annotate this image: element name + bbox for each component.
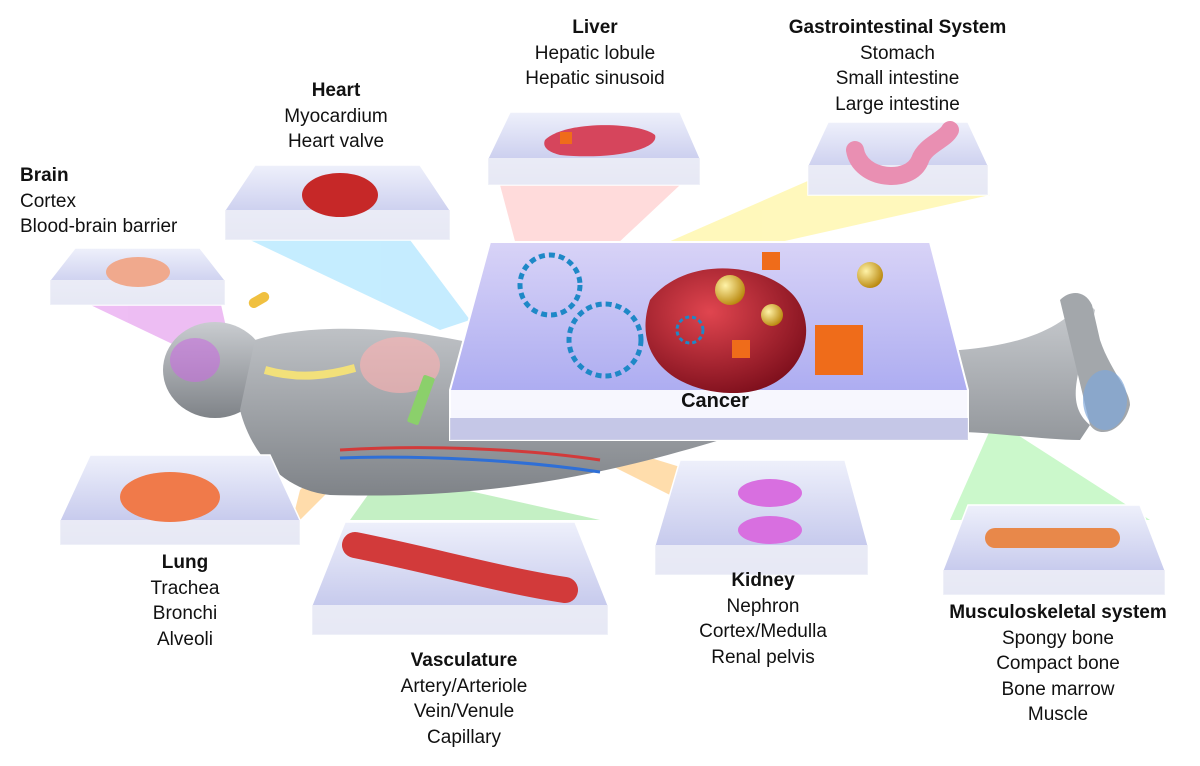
chip-liver (487, 111, 701, 186)
beam-msk (950, 430, 1150, 520)
label-vasculature: Vasculature Artery/Arteriole Vein/Venule… (364, 648, 564, 750)
liver-organ (544, 125, 656, 157)
label-kidney-title: Kidney (731, 570, 795, 591)
label-vasculature-item: Vein/Venule (413, 701, 515, 722)
chip-brain (49, 247, 226, 306)
trachea-path (263, 364, 357, 380)
scaffold-sphere-3 (675, 315, 705, 345)
pill (248, 292, 270, 308)
stomach-organ (846, 121, 959, 185)
chip-gi (807, 121, 989, 196)
label-lung-title: Lung (161, 552, 209, 573)
cube-large (815, 325, 863, 375)
cube-small-2 (732, 340, 750, 358)
gold-sphere-2 (715, 275, 745, 305)
syringe (407, 375, 435, 425)
scaffold-sphere-1 (517, 252, 583, 318)
label-gi-title: Gastrointestinal System (788, 17, 1007, 38)
gold-sphere-3 (761, 304, 783, 326)
lung-organ (120, 472, 220, 522)
beam-heart (250, 240, 470, 330)
label-liver-title: Liver (572, 17, 618, 38)
label-brain-title: Brain (20, 165, 69, 186)
chip-lung (59, 454, 301, 546)
label-kidney-item: Nephron (726, 595, 800, 617)
label-liver-item: Hepatic sinusoid (525, 68, 665, 89)
label-musculoskeletal-item: Spongy bone (1002, 627, 1114, 649)
brain-glow (170, 338, 220, 382)
label-heart: Heart Myocardium Heart valve (236, 78, 436, 155)
label-lung-item: Alveoli (157, 628, 213, 650)
label-vasculature-item: Artery/Arteriole (400, 675, 528, 697)
label-lung-item: Bronchi (152, 603, 218, 624)
kidney-bottom (738, 516, 802, 544)
label-gi: Gastrointestinal System Stomach Small in… (760, 15, 1035, 117)
chip-musculoskeletal (942, 504, 1166, 596)
liver-cube (560, 132, 572, 144)
label-brain-item: Cortex (20, 190, 76, 212)
label-musculoskeletal-item: Bone marrow (1001, 678, 1115, 700)
label-kidney-item: Cortex/Medulla (699, 621, 827, 642)
label-gi-item: Small intestine (835, 68, 960, 89)
scaffold-sphere-2 (566, 301, 644, 379)
gold-sphere-1 (857, 262, 883, 288)
label-brain: Brain Cortex Blood-brain barrier (20, 163, 177, 240)
label-kidney-item: Renal pelvis (711, 646, 815, 668)
brain-organ (106, 257, 170, 287)
artery-line (339, 446, 601, 462)
chip-kidney (654, 459, 869, 576)
foot-xray (1083, 370, 1127, 430)
label-vasculature-title: Vasculature (410, 650, 518, 671)
chip-heart (224, 164, 451, 241)
lung-glow (360, 337, 440, 393)
label-liver-item: Hepatic lobule (534, 42, 656, 64)
tumor (645, 268, 807, 394)
beam-gi (650, 180, 990, 260)
heart-organ (302, 173, 378, 217)
vein-line (339, 455, 601, 474)
label-lung: Lung Trachea Bronchi Alveoli (100, 550, 270, 652)
label-cancer: Cancer (681, 390, 749, 412)
label-gi-item: Large intestine (835, 93, 960, 115)
label-kidney: Kidney Nephron Cortex/Medulla Renal pelv… (663, 568, 863, 670)
label-gi-item: Stomach (860, 42, 935, 64)
cube-small-1 (762, 252, 780, 270)
chip-cancer (449, 241, 969, 441)
label-liver: Liver Hepatic lobule Hepatic sinusoid (495, 15, 695, 92)
label-lung-item: Trachea (150, 577, 220, 599)
chip-vasculature (311, 521, 609, 636)
label-musculoskeletal: Musculoskeletal system Spongy bone Compa… (928, 600, 1188, 728)
kidney-top (738, 479, 802, 507)
label-musculoskeletal-item: Compact bone (996, 653, 1120, 674)
label-heart-item: Myocardium (284, 105, 388, 127)
label-vasculature-item: Capillary (427, 726, 501, 748)
label-heart-item: Heart valve (287, 131, 385, 152)
vessel-organ (342, 532, 578, 603)
label-heart-title: Heart (311, 80, 361, 101)
label-musculoskeletal-item: Muscle (1027, 704, 1089, 725)
bone-organ (985, 528, 1120, 548)
label-brain-item: Blood-brain barrier (20, 216, 178, 237)
label-musculoskeletal-title: Musculoskeletal system (949, 602, 1167, 623)
